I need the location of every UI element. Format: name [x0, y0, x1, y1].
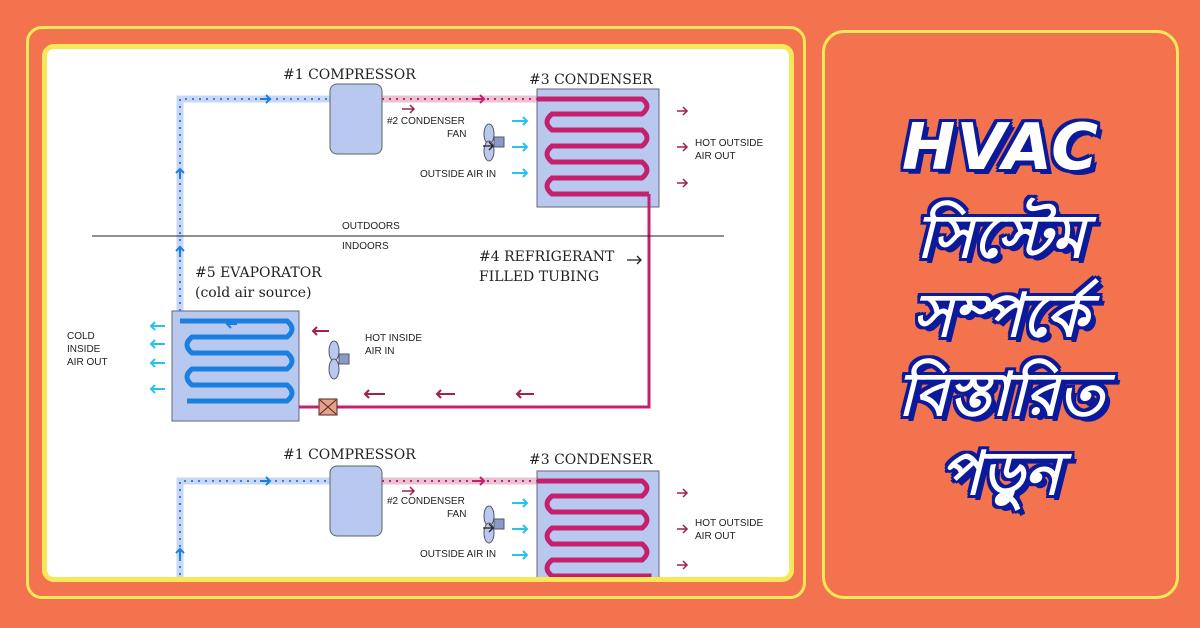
hot-outside-label-2b: AIR OUT: [695, 531, 736, 542]
title-panel: HVAC সিস্টেম সম্পর্কে বিস্তারিত পড়ুন: [822, 30, 1179, 599]
title-line-3: সম্পর্কে: [912, 281, 1089, 352]
outside-air-arrows: [512, 116, 529, 178]
hot-outside-label-1b: HOT OUTSIDE: [695, 518, 763, 529]
condenser-label-2: #3 CONDENSER: [529, 452, 653, 468]
hvac-diagram: #1 COMPRESSOR #3 CONDENSER #2 CONDENSER …: [42, 44, 794, 582]
condenser-fan-label-2b: FAN: [447, 509, 466, 520]
title-line-4: বিস্তারিত: [897, 360, 1104, 431]
cold-air-label-1: COLD: [67, 331, 95, 342]
evaporator-label-2: (cold air source): [195, 285, 312, 301]
indoors-label: INDOORS: [342, 241, 389, 252]
top-system: #1 COMPRESSOR #3 CONDENSER #2 CONDENSER …: [67, 67, 763, 422]
condenser-fan-label-1b: #2 CONDENSER: [387, 496, 465, 507]
evaporator: [171, 310, 300, 422]
compressor-label-2: #1 COMPRESSOR: [283, 447, 416, 463]
evaporator-coil: [180, 318, 295, 404]
liquid-line: [337, 194, 651, 409]
condenser-fan-2: [483, 505, 505, 544]
condenser-coil: [537, 96, 650, 197]
outside-air-in-label-2: OUTSIDE AIR IN: [420, 549, 496, 560]
tubing-label-1: #4 REFRIGERANT: [479, 249, 615, 265]
compressor: [329, 83, 383, 155]
outdoors-label: OUTDOORS: [342, 221, 400, 232]
bottom-system: #1 COMPRESSOR #3 CONDENSER #2 CONDENSER …: [175, 447, 763, 577]
hot-outside-label-1: HOT OUTSIDE: [695, 138, 763, 149]
condenser-fan-label-1: #2 CONDENSER: [387, 116, 465, 127]
evaporator-fan: [328, 340, 350, 380]
title-line-2: সিস্টেম: [916, 202, 1085, 273]
hot-inside-label-1: HOT INSIDE: [365, 333, 422, 344]
hot-air-out-arrows: [677, 106, 689, 188]
hot-inside-label-2: AIR IN: [365, 346, 394, 357]
diagram-frame: [26, 26, 806, 599]
condenser-fan-label-2: FAN: [447, 129, 466, 140]
hot-outside-label-2: AIR OUT: [695, 151, 736, 162]
flow-arrows-top: [175, 94, 494, 257]
compressor-label: #1 COMPRESSOR: [283, 67, 416, 83]
tubing-label-2: FILLED TUBING: [479, 269, 599, 285]
cold-air-out-arrows: [149, 321, 165, 394]
title-line-5: পড়ুন: [940, 439, 1061, 510]
cold-air-label-3: AIR OUT: [67, 357, 108, 368]
title-line-1: HVAC: [901, 110, 1100, 185]
condenser-fan: [483, 123, 505, 162]
evaporator-label-1: #5 EVAPORATOR: [195, 265, 322, 281]
outside-air-in-label: OUTSIDE AIR IN: [420, 169, 496, 180]
hot-air-in-arrows: [311, 326, 534, 399]
cold-air-label-2: INSIDE: [67, 344, 101, 355]
condenser-label: #3 CONDENSER: [529, 72, 653, 88]
compressor-2: [329, 465, 383, 537]
